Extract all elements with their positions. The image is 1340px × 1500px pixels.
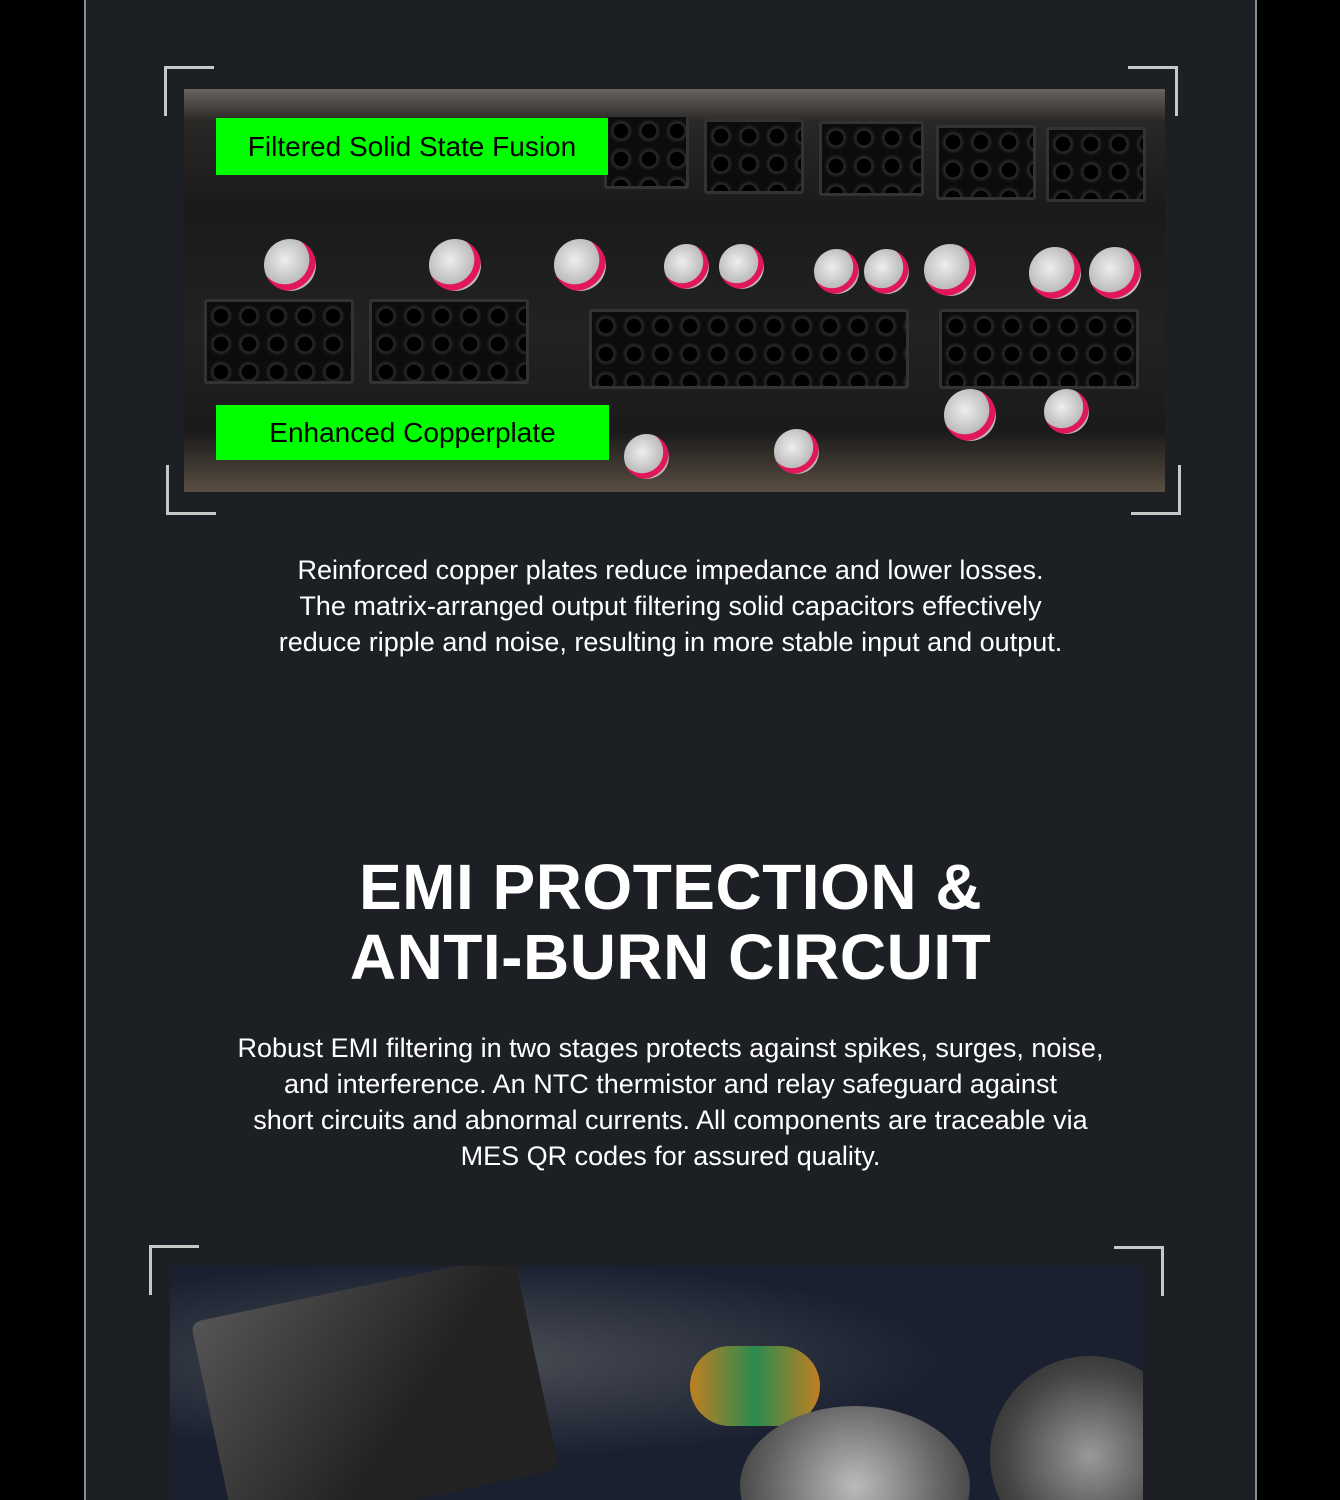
copperplate-description: Reinforced copper plates reduce impedanc… [84,552,1257,660]
frame-corner [1128,66,1178,116]
label-filtered-solid-state-fusion: Filtered Solid State Fusion [216,118,608,175]
title-line: ANTI-BURN CIRCUIT [349,921,992,993]
description-line: The matrix-arranged output filtering sol… [299,591,1042,621]
description-line: Reinforced copper plates reduce impedanc… [297,555,1044,585]
emi-description: Robust EMI filtering in two stages prote… [84,1030,1257,1174]
description-line: and interference. An NTC thermistor and … [284,1069,1057,1099]
frame-corner [164,66,214,116]
frame-corner [149,1245,199,1295]
description-line: short circuits and abnormal currents. Al… [253,1105,1088,1135]
emi-circuit-image [170,1266,1143,1500]
label-enhanced-copperplate: Enhanced Copperplate [216,405,609,460]
description-line: Robust EMI filtering in two stages prote… [237,1033,1104,1063]
emi-section-title: EMI PROTECTION & ANTI-BURN CIRCUIT [84,852,1257,992]
title-line: EMI PROTECTION & [358,851,983,923]
frame-corner [1131,465,1181,515]
frame-corner [166,465,216,515]
description-line: MES QR codes for assured quality. [460,1141,881,1171]
description-line: reduce ripple and noise, resulting in mo… [278,627,1063,657]
frame-corner [1114,1246,1164,1296]
